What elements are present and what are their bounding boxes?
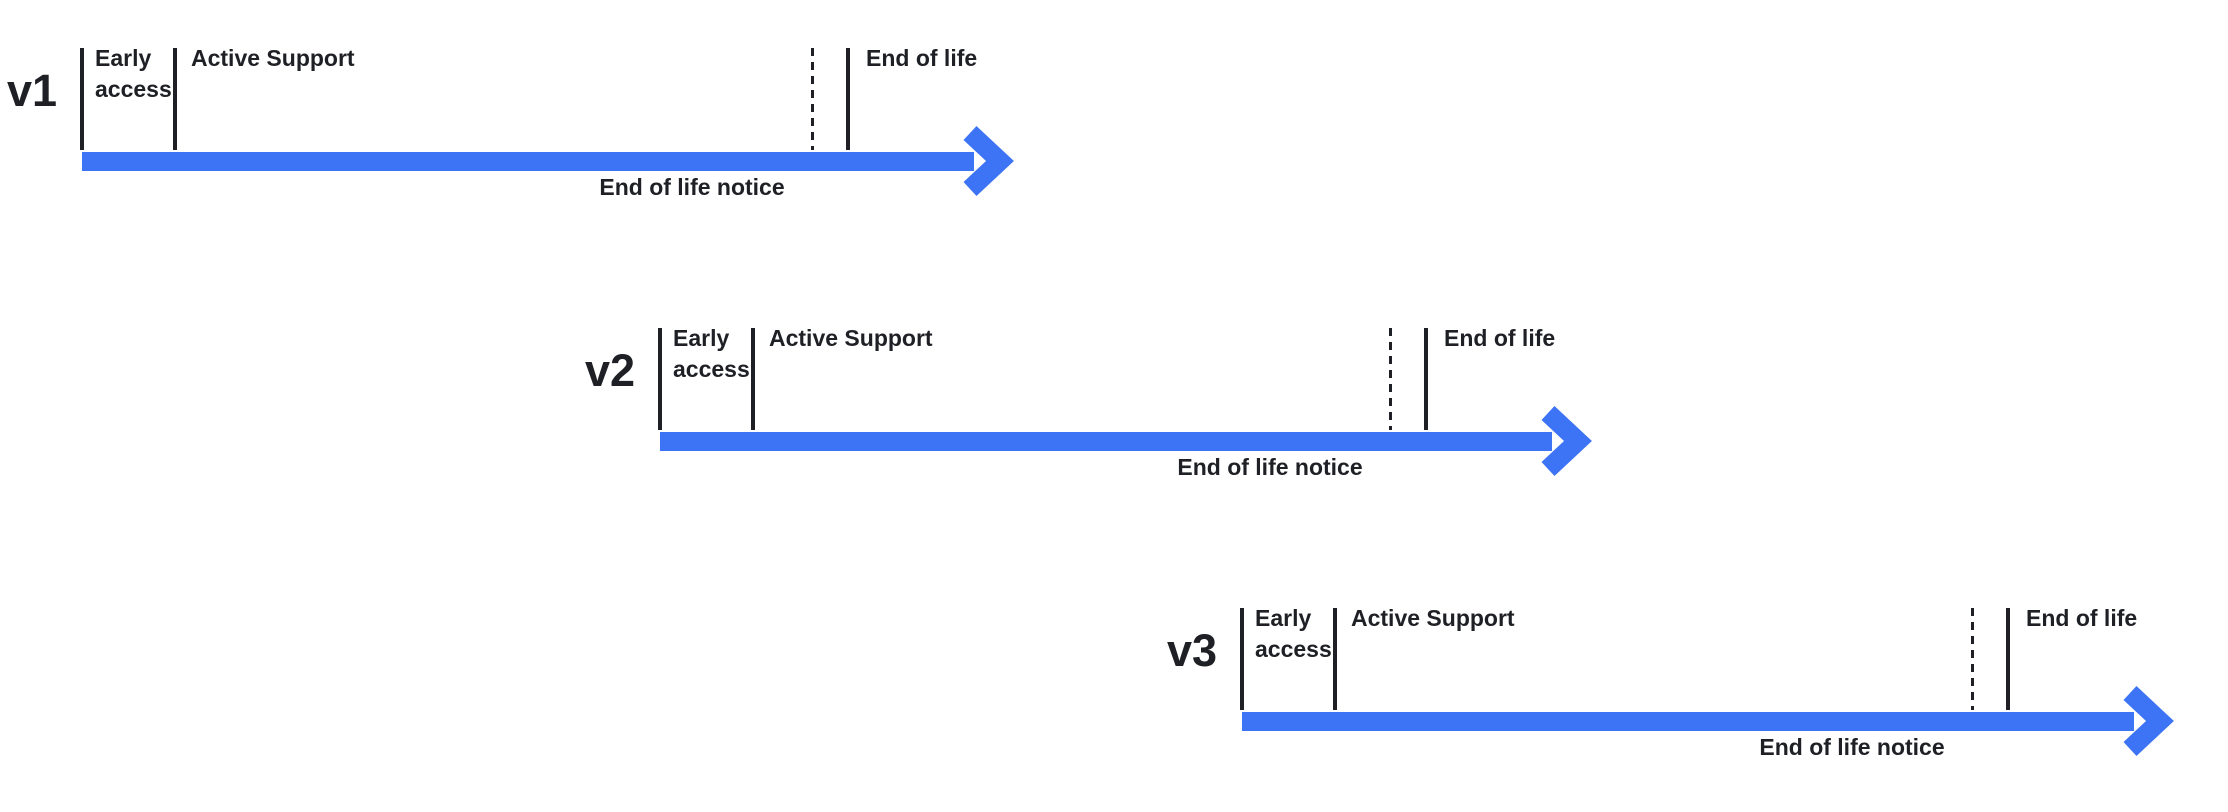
end-of-life-tick: [846, 48, 850, 150]
timeline-arrow-bar: [1242, 712, 2134, 731]
version-label: v3: [1166, 625, 1217, 676]
end-of-life-notice-label: End of life notice: [1177, 454, 1363, 480]
end-of-life-notice-label: End of life notice: [1759, 734, 1945, 760]
end-of-life-notice-label: End of life notice: [599, 174, 785, 200]
timeline-arrow-head: [2123, 686, 2174, 756]
end-of-life-label: End of life: [1444, 325, 1556, 351]
early-access-label: Early access: [673, 325, 750, 383]
timeline-arrow-head: [963, 126, 1014, 196]
version-label: v2: [584, 345, 635, 396]
active-support-label: Active Support: [769, 325, 933, 351]
early-access-label: Early access: [1255, 605, 1332, 663]
active-support-start-tick: [173, 48, 177, 150]
version-label: v1: [6, 65, 57, 116]
eol-notice-dashed-marker: [1971, 608, 1974, 710]
end-of-life-tick: [2006, 608, 2010, 710]
end-of-life-label: End of life: [866, 45, 978, 71]
eol-notice-dashed-marker: [811, 48, 814, 150]
timeline-arrow-head: [1541, 406, 1592, 476]
eol-notice-dashed-marker: [1389, 328, 1392, 430]
early-access-start-tick: [658, 328, 662, 430]
active-support-start-tick: [751, 328, 755, 430]
early-access-start-tick: [1240, 608, 1244, 710]
early-access-label: Early access: [95, 45, 172, 103]
end-of-life-label: End of life: [2026, 605, 2138, 631]
active-support-label: Active Support: [191, 45, 355, 71]
timeline-arrow-bar: [82, 152, 974, 171]
active-support-start-tick: [1333, 608, 1337, 710]
early-access-start-tick: [80, 48, 84, 150]
timeline-arrow-bar: [660, 432, 1552, 451]
end-of-life-tick: [1424, 328, 1428, 430]
active-support-label: Active Support: [1351, 605, 1515, 631]
